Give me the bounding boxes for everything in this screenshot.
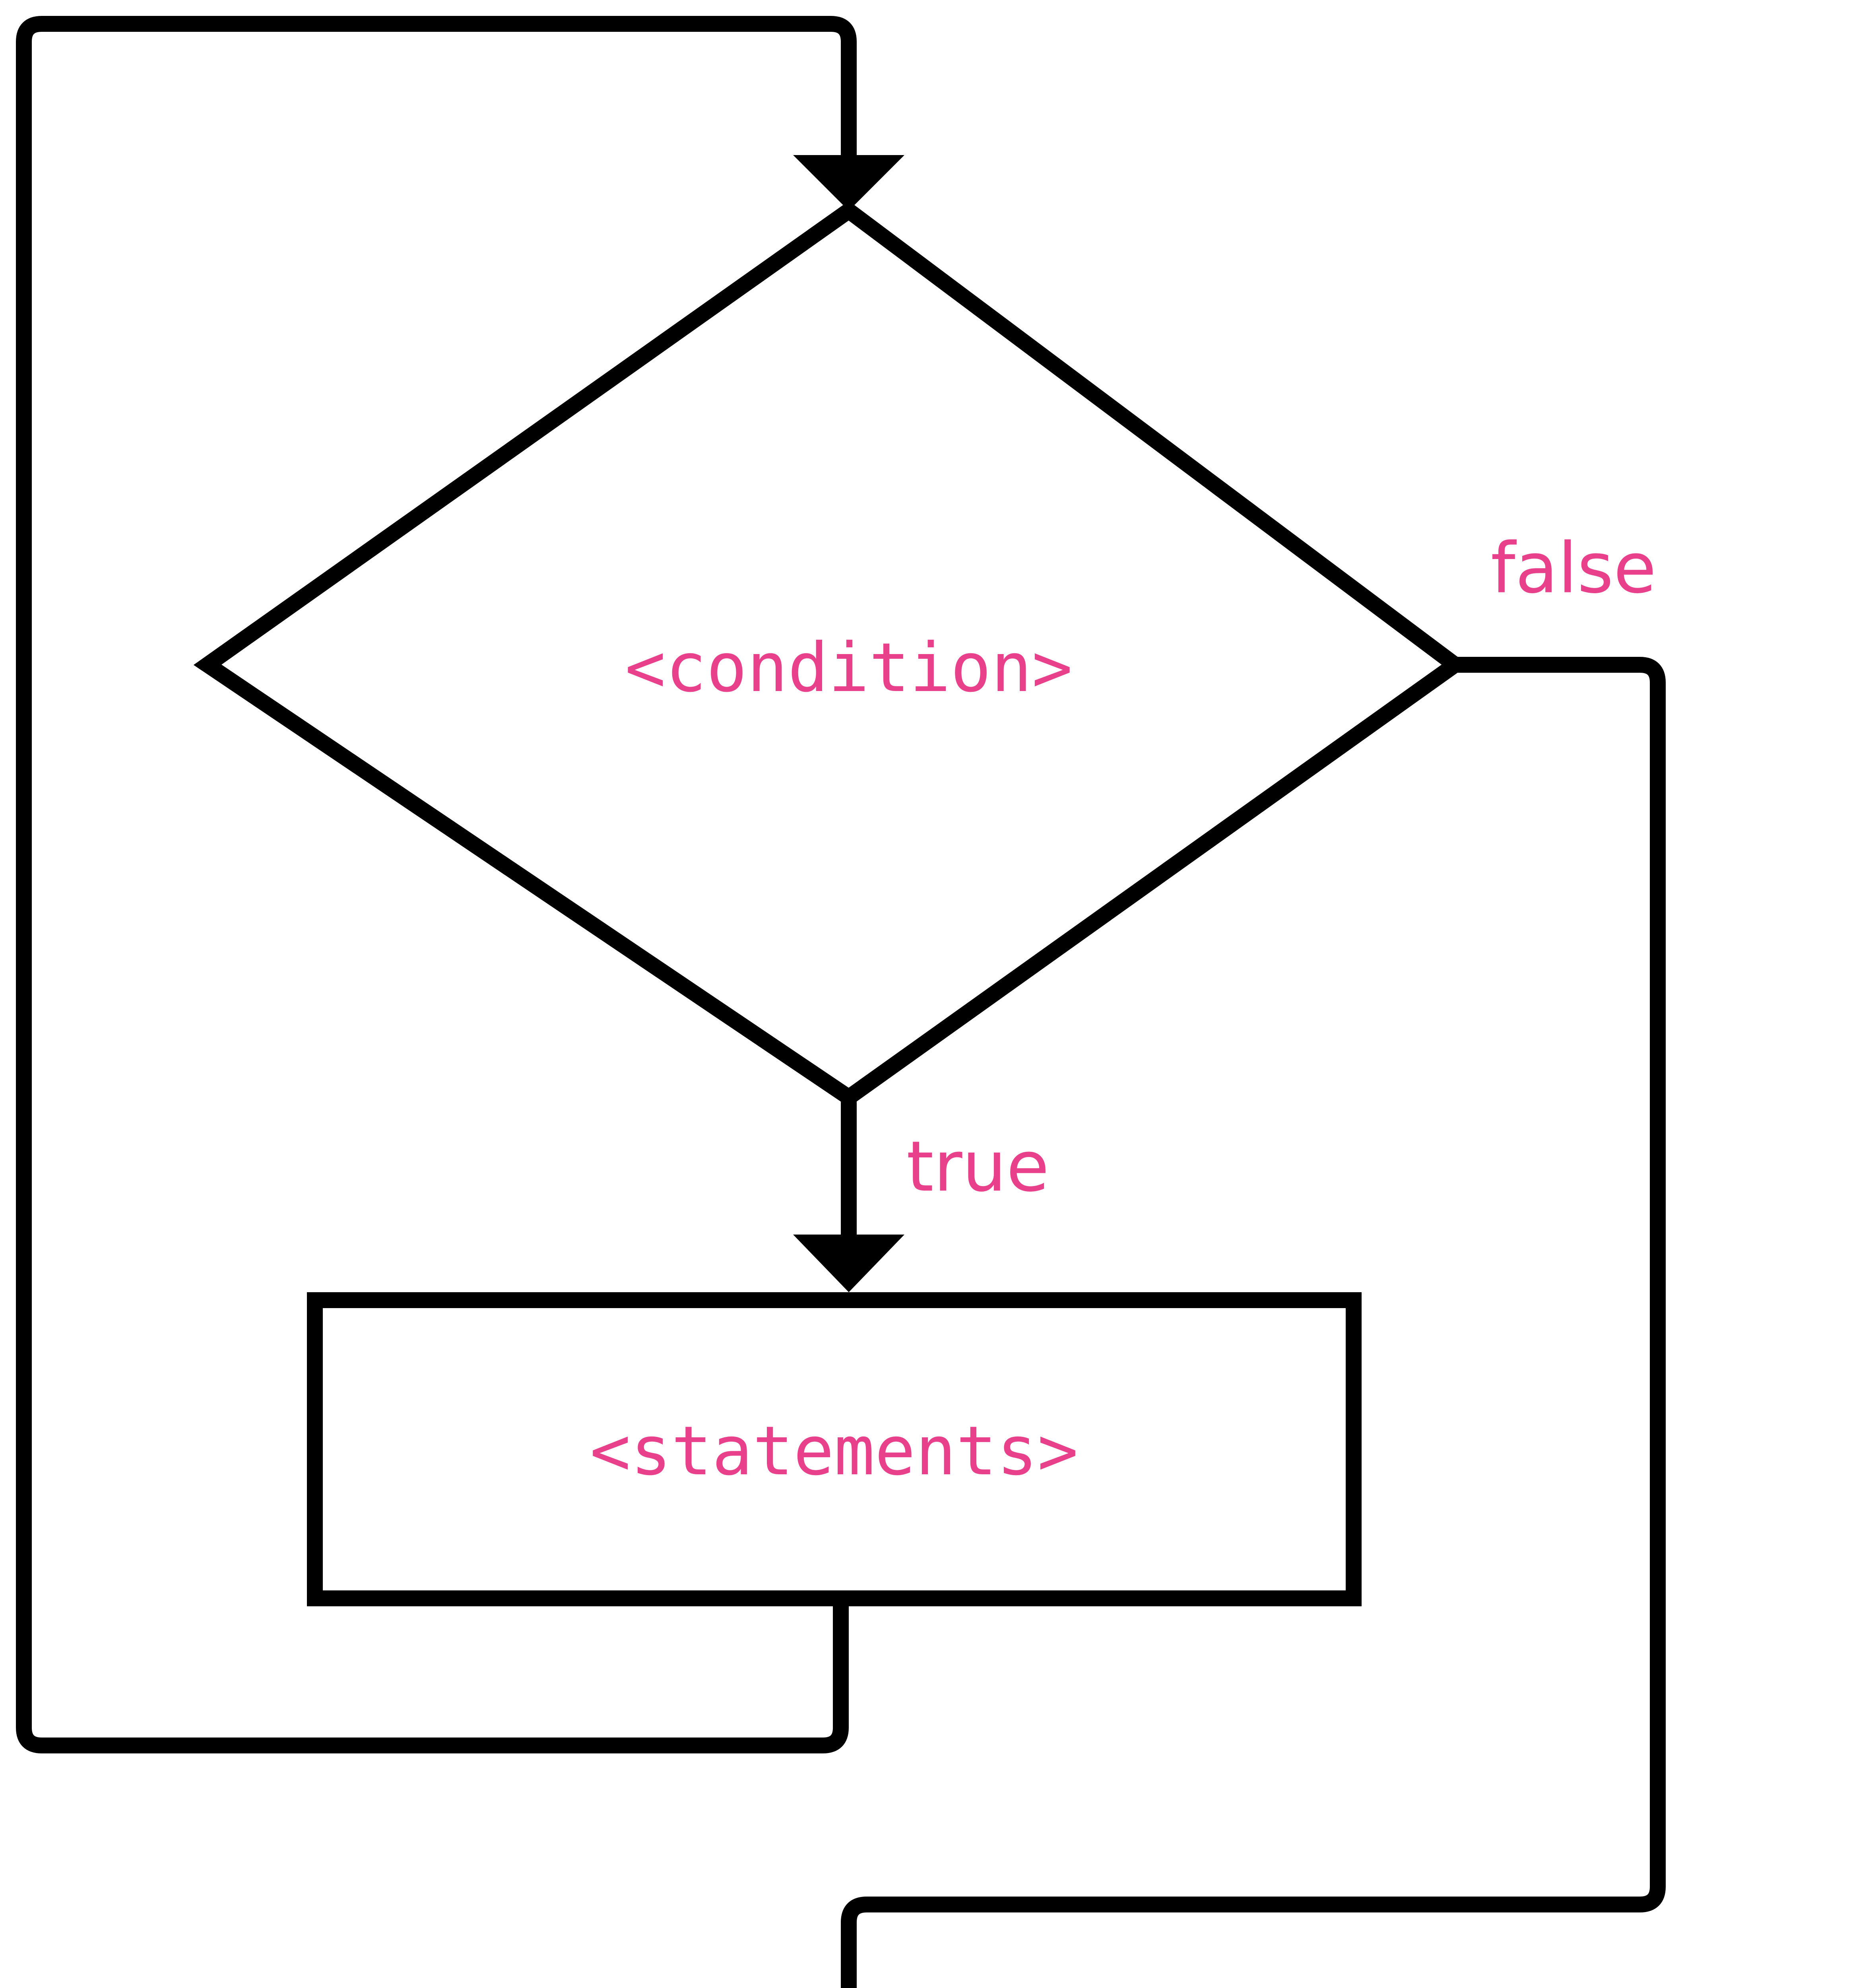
statements-label: <statements> — [590, 1412, 1078, 1491]
edge-statements-loop-back — [16, 16, 904, 1753]
true-branch-arrowhead — [793, 1235, 904, 1292]
loop-back-arrowhead — [793, 155, 904, 211]
statements-box-shape[interactable] — [307, 1292, 1362, 1606]
edge-condition-to-statements — [793, 1097, 904, 1292]
condition-label: <condition> — [625, 629, 1073, 707]
loop-back-line — [16, 16, 857, 1753]
edge-label-false: false — [1491, 528, 1656, 609]
false-branch-line — [841, 657, 1666, 1988]
condition-diamond-shape[interactable] — [193, 201, 1469, 1107]
node-condition[interactable]: <condition> — [193, 201, 1469, 1107]
node-statements[interactable]: <statements> — [307, 1292, 1362, 1606]
edge-label-true: true — [906, 1127, 1049, 1208]
edge-condition-to-other-statements — [841, 657, 1666, 1988]
